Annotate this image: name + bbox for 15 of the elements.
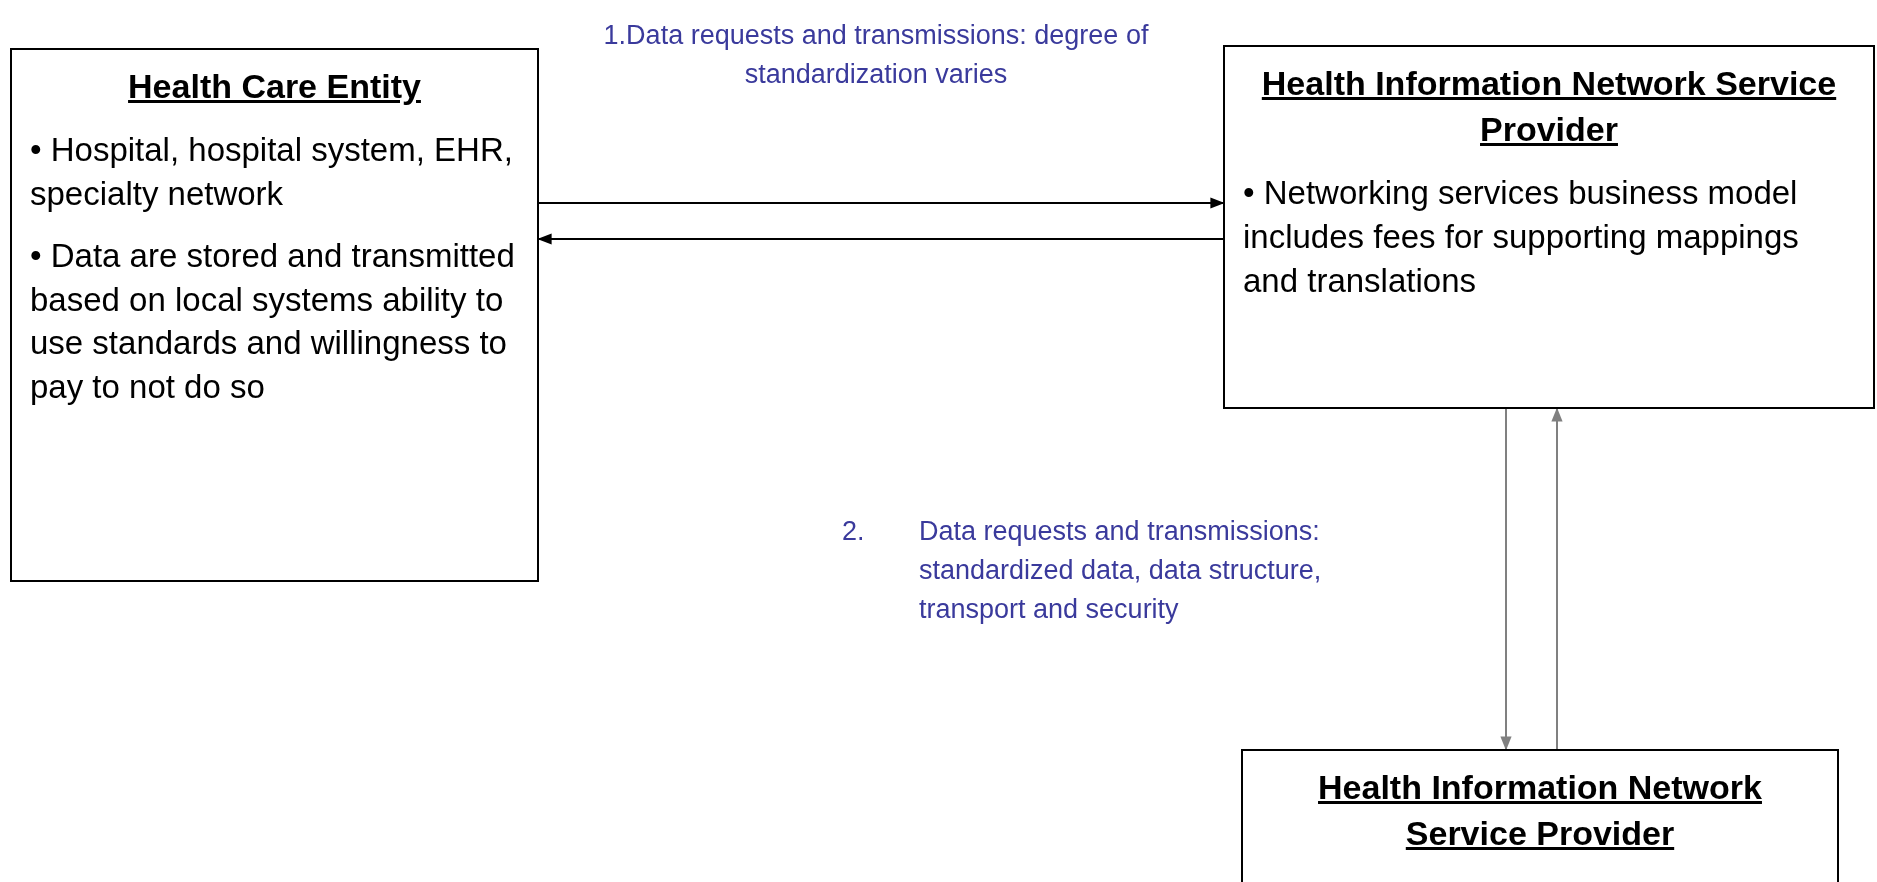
arrow (1551, 407, 1563, 750)
list-number: 2. (842, 515, 866, 548)
entity-box (1241, 749, 1839, 882)
entity-box (10, 48, 539, 582)
arrow (1500, 408, 1512, 751)
bullet-text: • Data are stored and transmitted based on local systems ability to use standards and willingness to pay to not do so (30, 235, 516, 408)
entity-box (1223, 45, 1875, 409)
annotation-text: Data requests and transmissions: standardized data, data structure, transport and security (919, 515, 1323, 627)
box-heading: Health Information Network Service Provider (1317, 767, 1763, 854)
bullet-text: • Networking services business model includes fees for supporting mappings and translations (1243, 172, 1800, 301)
bullet-text: • Hospital, hospital system, EHR, specialty network (30, 129, 514, 214)
annotation-text: 1.Data requests and transmissions: degree of standardization varies (602, 19, 1150, 92)
box-heading: Health Information Network Service Provider (1260, 63, 1838, 150)
box-heading: Health Care Entity (127, 66, 422, 107)
arrow (538, 197, 1225, 209)
